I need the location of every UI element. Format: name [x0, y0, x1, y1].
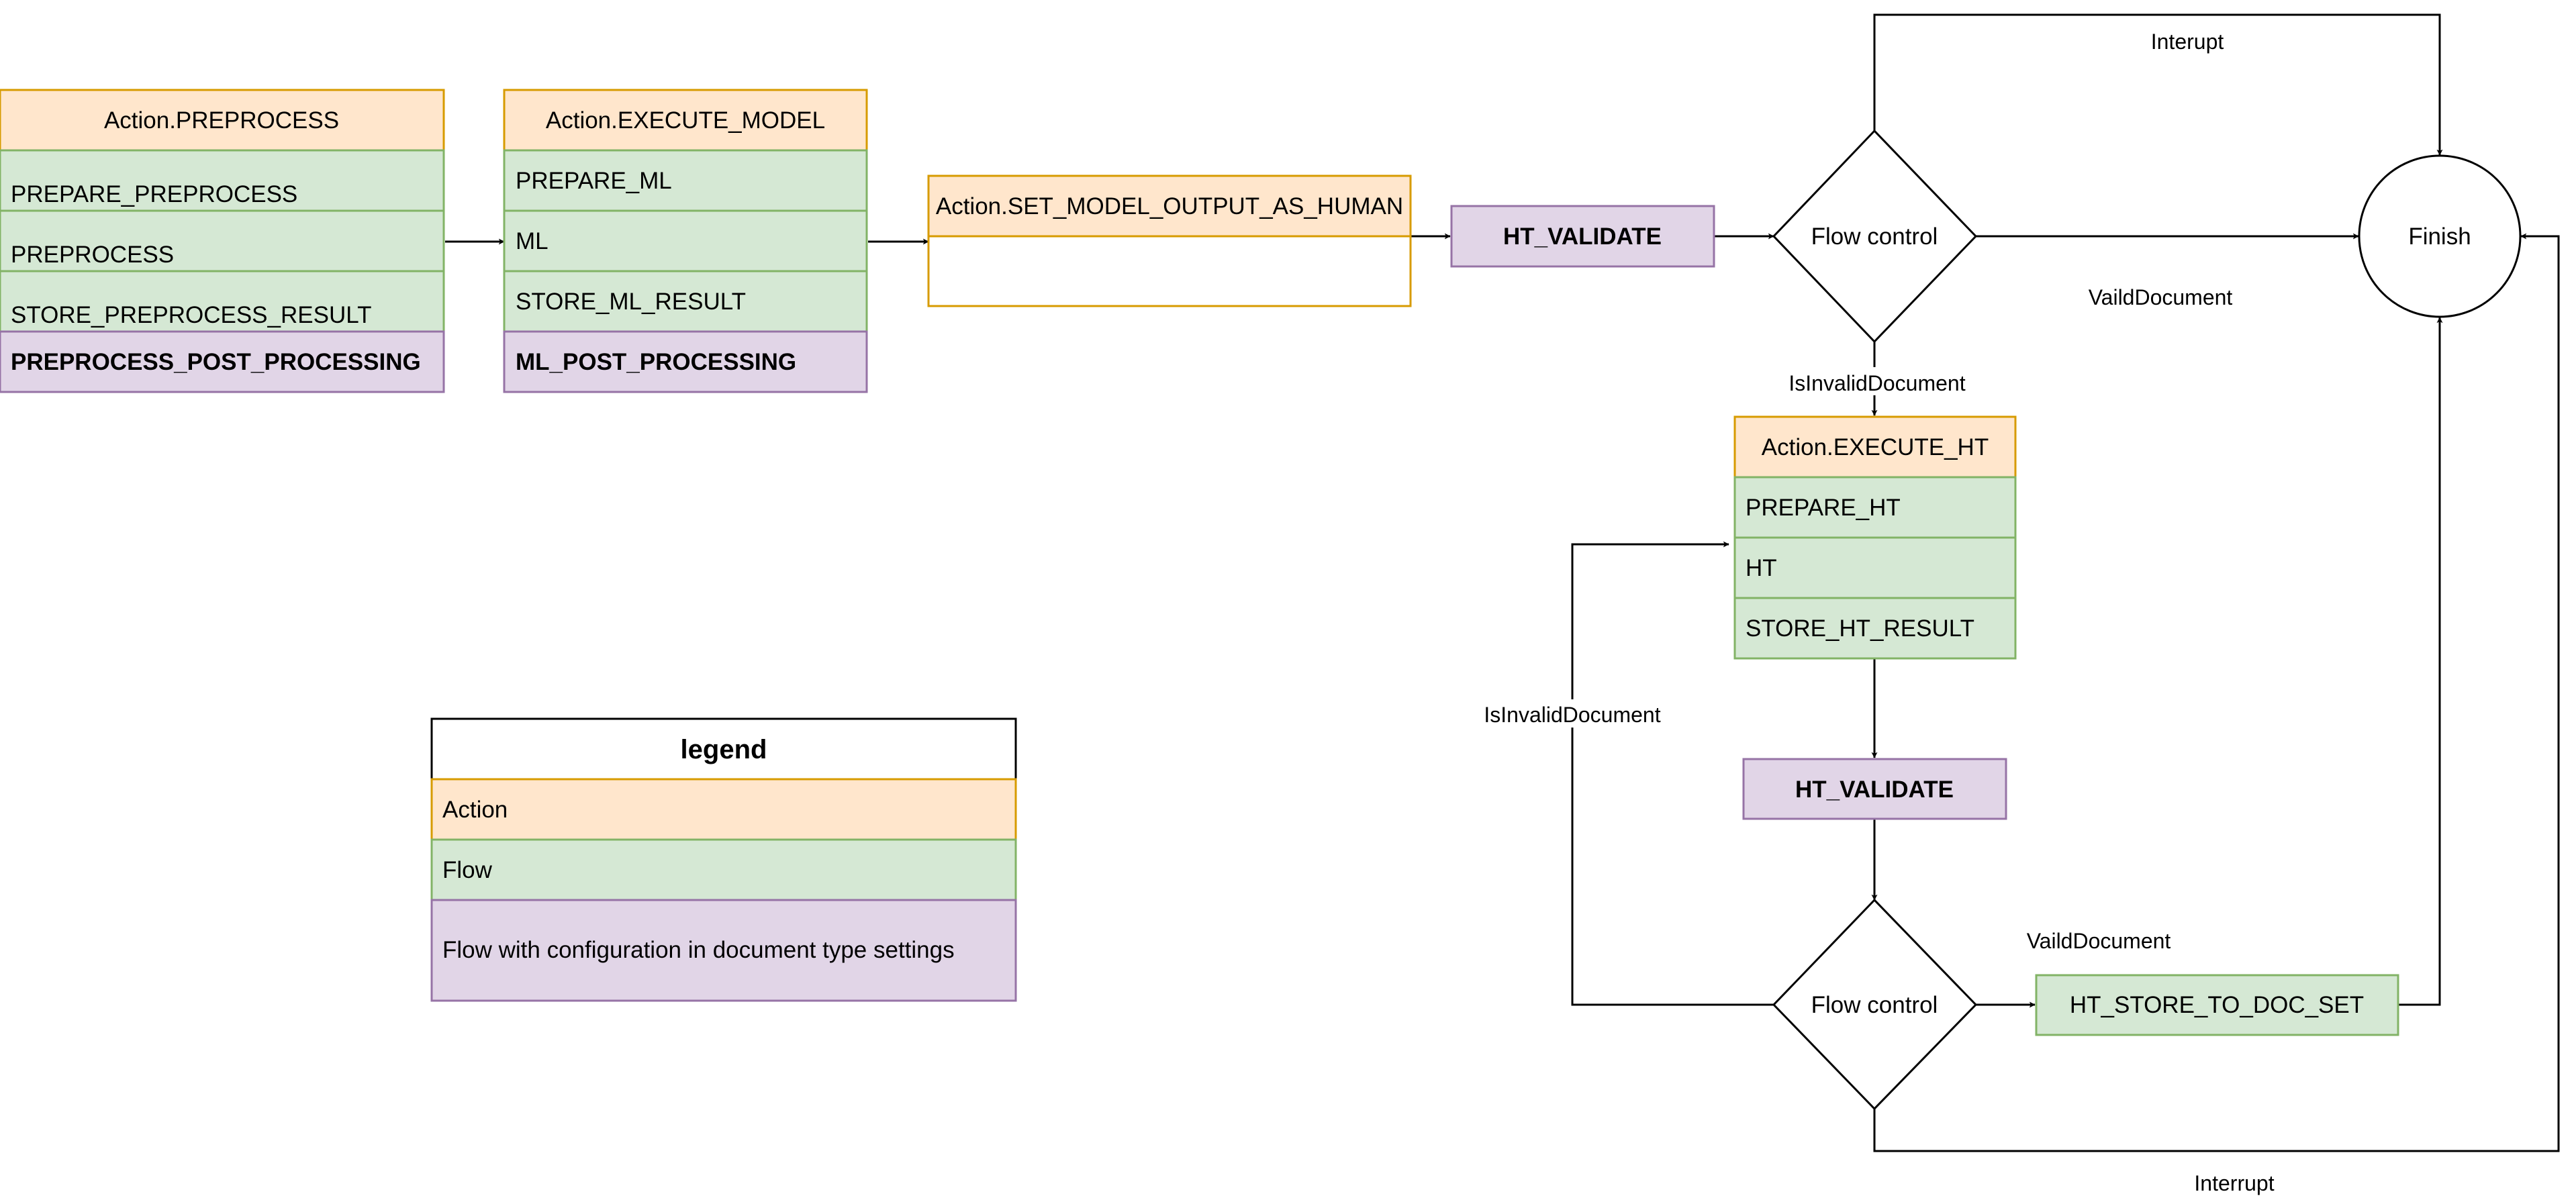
edges	[445, 13, 2560, 1152]
preprocess-config: PREPROCESS_POST_PROCESSING	[11, 349, 421, 375]
ht-validate-top-label: HT_VALIDATE	[1503, 223, 1662, 250]
ht-validate-top: HT_VALIDATE	[1450, 205, 1715, 268]
flow-control-top: Flow control	[1772, 129, 1978, 344]
preprocess-step: PREPROCESS	[11, 242, 174, 268]
legend-action-label: Action	[442, 797, 508, 823]
preprocess-step: PREPARE_PREPROCESS	[11, 181, 297, 207]
legend: legend Action Flow Flow with configurati…	[430, 717, 1017, 1002]
edge-label-valid-bottom: VaildDocument	[2027, 929, 2171, 953]
execute-ht-step: HT	[1746, 555, 1777, 581]
edge-labels: Interupt VaildDocument IsInvalidDocument…	[1477, 30, 2275, 1195]
finish-label: Finish	[2408, 223, 2471, 250]
ht-validate-bottom: HT_VALIDATE	[1742, 758, 2007, 820]
set-model-output-title: Action.SET_MODEL_OUTPUT_AS_HUMAN	[936, 193, 1403, 219]
edge-label-invalid-loop: IsInvalidDocument	[1484, 703, 1660, 727]
execute-ht-action: Action.EXECUTE_HT PREPARE_HT HT STORE_HT…	[1733, 415, 2017, 660]
edge-flow-control-interrupt-to-finish	[1873, 13, 2443, 156]
edge-flow-control-invalid-loop	[1571, 541, 1774, 1006]
edge-label-interrupt-top: Interupt	[2151, 30, 2224, 54]
flow-control-bottom-label: Flow control	[1811, 992, 1938, 1018]
execute-model-config: ML_POST_PROCESSING	[516, 349, 796, 375]
execute-model-title: Action.EXECUTE_MODEL	[546, 107, 825, 134]
execute-ht-title: Action.EXECUTE_HT	[1762, 434, 1989, 460]
execute-model-step: STORE_ML_RESULT	[516, 289, 746, 315]
legend-config-label: Flow with configuration in document type…	[442, 937, 955, 963]
ht-store-node: HT_STORE_TO_DOC_SET	[2035, 974, 2399, 1036]
edge-label-interrupt-bottom: Interrupt	[2194, 1171, 2274, 1195]
ht-validate-bottom-label: HT_VALIDATE	[1795, 777, 1954, 803]
preprocess-step: STORE_PREPROCESS_RESULT	[11, 302, 371, 328]
edge-label-valid-top: VaildDocument	[2089, 285, 2233, 309]
flow-control-top-label: Flow control	[1811, 223, 1938, 250]
preprocess-title: Action.PREPROCESS	[104, 107, 339, 134]
execute-ht-step: PREPARE_HT	[1746, 495, 1901, 521]
execute-model-step: PREPARE_ML	[516, 168, 672, 194]
execute-model-step: ML	[516, 228, 548, 254]
edge-store-to-finish	[2398, 317, 2443, 1006]
legend-flow-label: Flow	[442, 857, 493, 883]
preprocess-action: Action.PREPROCESS PREPARE_PREPROCESS PRE…	[0, 89, 445, 393]
flow-control-bottom: Flow control	[1772, 898, 1978, 1111]
legend-title: legend	[681, 735, 767, 764]
ht-store-label: HT_STORE_TO_DOC_SET	[2070, 992, 2364, 1018]
edge-flow-control-interrupt-bottom	[1873, 233, 2560, 1152]
edge-label-invalid-top: IsInvalidDocument	[1788, 371, 1965, 395]
execute-model-action: Action.EXECUTE_MODEL PREPARE_ML ML STORE…	[503, 89, 868, 393]
finish-node: Finish	[2358, 154, 2522, 318]
set-model-output-action: Action.SET_MODEL_OUTPUT_AS_HUMAN	[927, 174, 1412, 307]
execute-ht-step: STORE_HT_RESULT	[1746, 615, 1974, 642]
